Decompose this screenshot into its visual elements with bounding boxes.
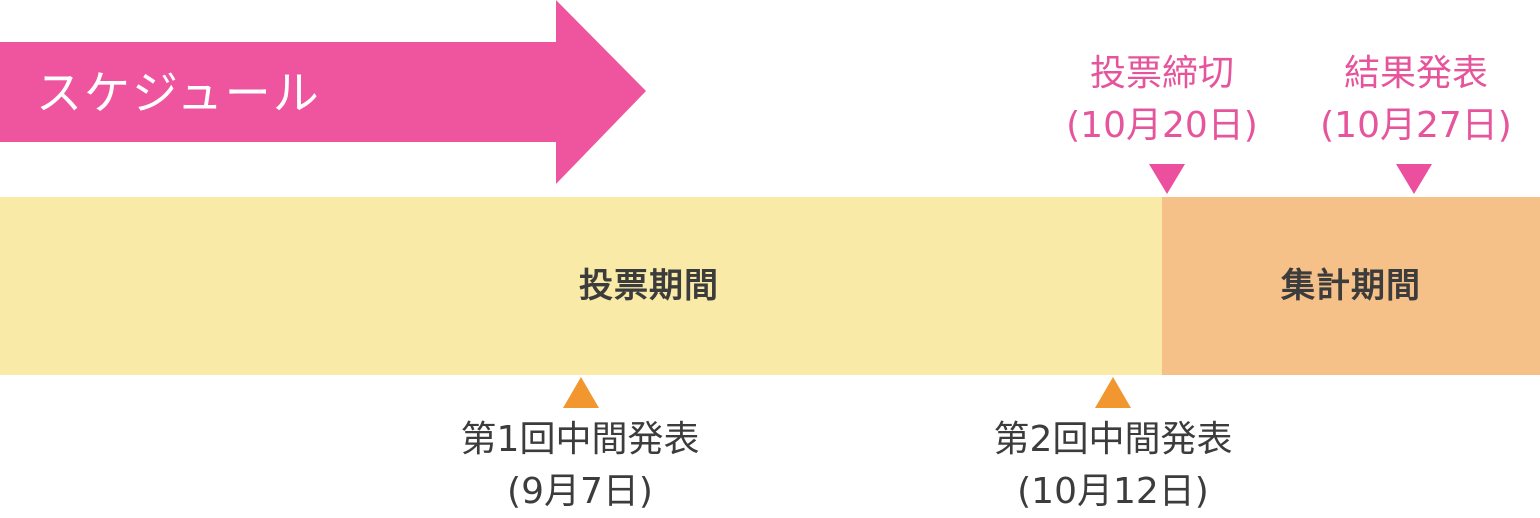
- voting-period-bar: [0, 197, 1162, 375]
- voting-deadline-title: 投票締切: [1089, 53, 1234, 94]
- schedule-header-arrow: [0, 0, 646, 184]
- first-interim-title: 第1回中間発表: [460, 419, 700, 460]
- first-interim-event: 第1回中間発表 (9月7日): [430, 414, 730, 518]
- voting-deadline-date: (10月20日): [1066, 105, 1258, 146]
- results-announcement-date: (10月27日): [1320, 105, 1512, 146]
- results-announcement-event: 結果発表 (10月27日): [1296, 48, 1536, 152]
- second-interim-marker-icon: [1095, 377, 1131, 408]
- header-arrow-shape: [0, 0, 646, 184]
- first-interim-marker-icon: [563, 377, 599, 408]
- results-announcement-title: 結果発表: [1343, 53, 1488, 94]
- schedule-title: スケジュール: [36, 66, 321, 120]
- voting-period-label: 投票期間: [579, 266, 719, 306]
- second-interim-event: 第2回中間発表 (10月12日): [963, 414, 1263, 518]
- voting-deadline-event: 投票締切 (10月20日): [1042, 48, 1282, 152]
- counting-period-bar: [1162, 197, 1540, 375]
- results-announcement-marker-icon: [1396, 164, 1432, 194]
- counting-period-label: 集計期間: [1281, 266, 1421, 306]
- first-interim-date: (9月7日): [507, 471, 653, 512]
- second-interim-date: (10月12日): [1017, 471, 1209, 512]
- second-interim-title: 第2回中間発表: [993, 419, 1233, 460]
- voting-deadline-marker-icon: [1149, 164, 1185, 194]
